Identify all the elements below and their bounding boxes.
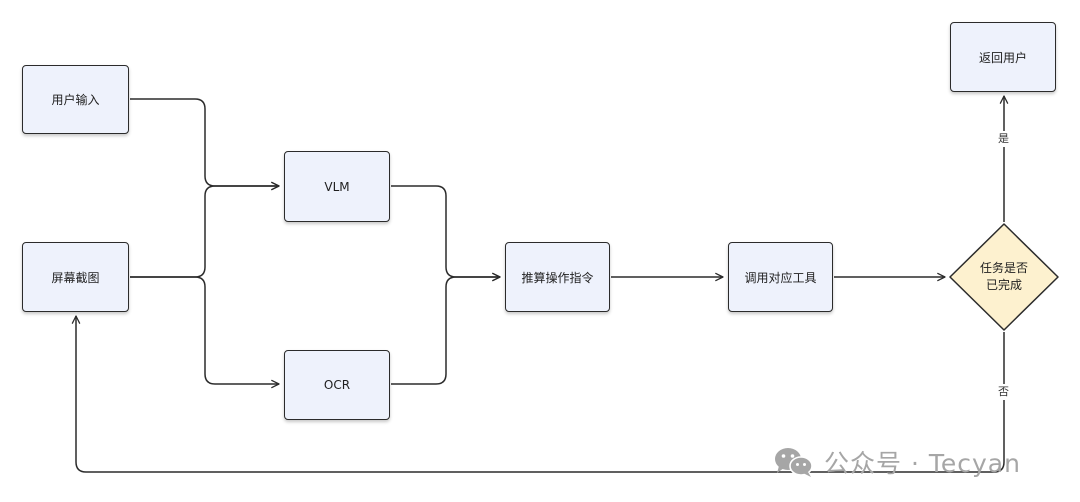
edge-ocr-to-infer — [391, 272, 501, 385]
edge-label-yes: 是 — [996, 131, 1011, 147]
edge-user-input-to-vlm — [130, 98, 280, 191]
node-vlm: VLM — [284, 151, 390, 222]
edge-vlm-to-infer — [391, 185, 501, 282]
edge-label-no: 否 — [996, 384, 1011, 400]
node-user-input: 用户输入 — [22, 65, 129, 134]
node-call-tool: 调用对应工具 — [728, 242, 833, 312]
decision-diamond — [949, 223, 1059, 331]
decision-label-line1: 任务是否 — [979, 261, 1028, 275]
edge-screenshot-to-vlm — [130, 181, 280, 278]
node-return-user: 返回用户 — [950, 22, 1056, 92]
decision-label: 任务是否 已完成 — [950, 260, 1058, 294]
decision-label-line2: 已完成 — [985, 278, 1022, 292]
wechat-icon — [775, 448, 813, 477]
edge-screenshot-to-ocr — [130, 276, 280, 389]
node-screenshot: 屏幕截图 — [22, 242, 129, 312]
node-ocr: OCR — [284, 350, 390, 420]
edge-decision-no-loop — [71, 315, 1005, 473]
watermark: 公众号 · Tecyan — [772, 444, 1021, 480]
watermark-text: 公众号 · Tecyan — [824, 449, 1021, 478]
node-infer-instruction: 推算操作指令 — [505, 242, 610, 312]
